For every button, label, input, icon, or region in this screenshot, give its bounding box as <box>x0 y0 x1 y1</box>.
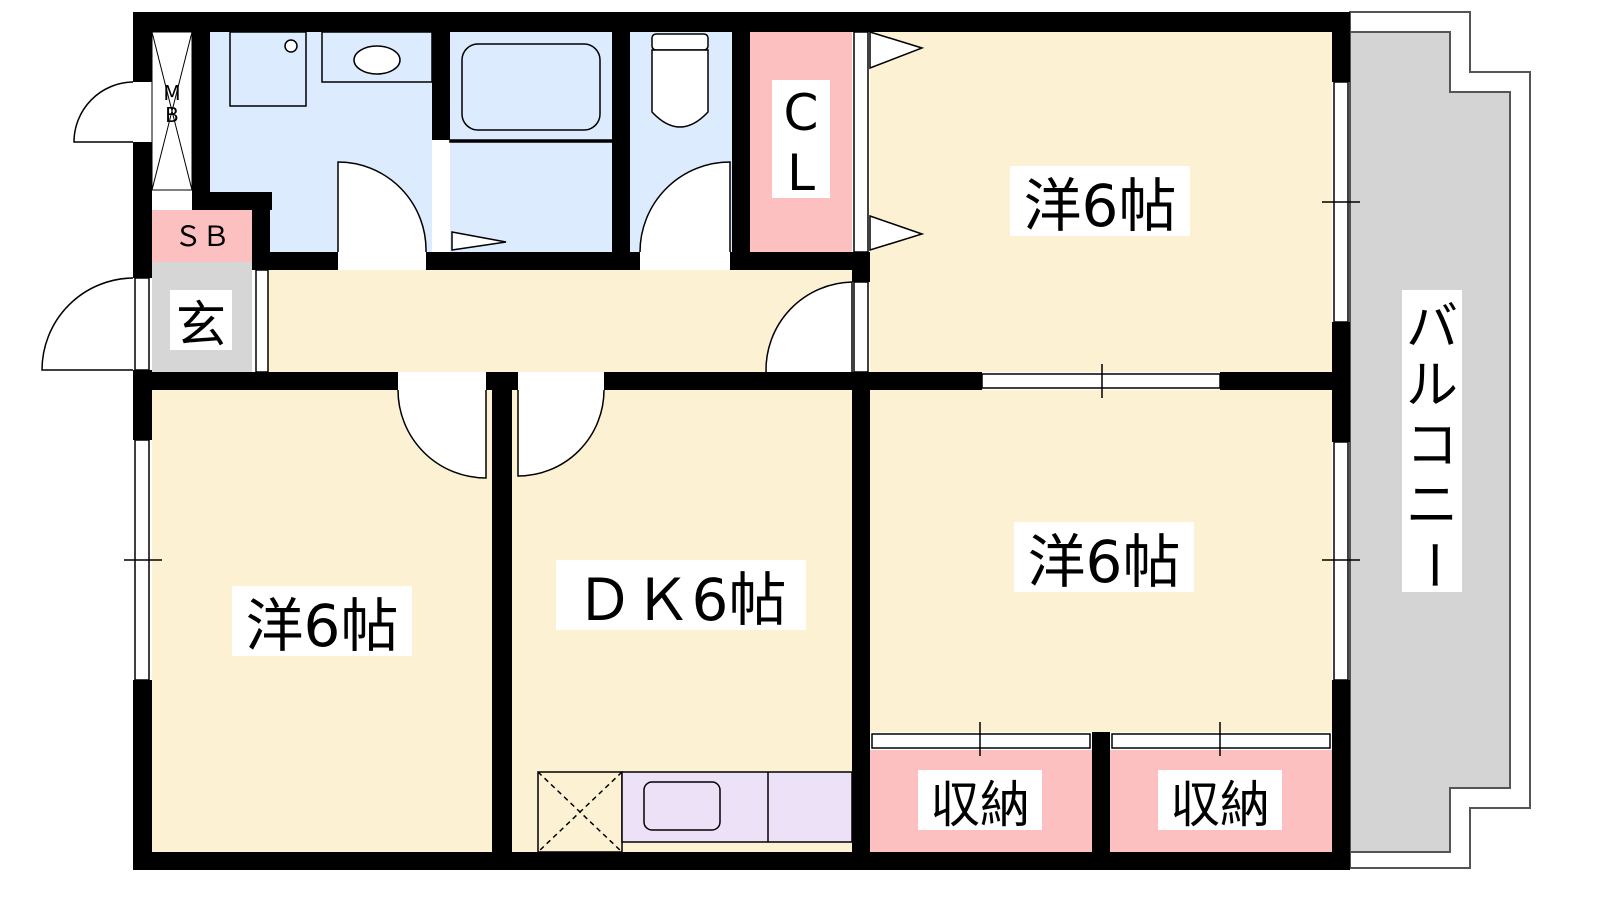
svg-text:ニ: ニ <box>1406 476 1458 536</box>
label-storage-1: 収納 <box>930 776 1030 834</box>
svg-text:コ: コ <box>1406 416 1458 476</box>
svg-text:バ: バ <box>1406 298 1458 358</box>
label-dining-kitchen: ＤＫ6帖 <box>576 566 787 634</box>
balcony <box>1349 11 1531 869</box>
label-entrance: 玄 <box>176 296 226 354</box>
label-closet-l: L <box>787 144 815 202</box>
label-balcony: バ ル コ ニ ー <box>1402 298 1462 591</box>
label-western-top-right: 洋6帖 <box>1024 172 1177 240</box>
walls <box>133 12 1350 870</box>
svg-text:ー: ー <box>1402 539 1462 591</box>
label-meter-box-b: B <box>165 103 179 127</box>
fixtures <box>229 30 925 853</box>
label-western-bottom-right: 洋6帖 <box>1028 528 1181 596</box>
windows <box>124 31 1360 756</box>
doors <box>41 81 853 479</box>
shoe-box <box>152 210 252 262</box>
label-closet-c: C <box>784 84 819 142</box>
label-storage-2: 収納 <box>1170 776 1270 834</box>
label-shoe-box: ＳＢ <box>174 220 230 253</box>
hallway <box>268 270 852 372</box>
label-western-left: 洋6帖 <box>246 592 399 660</box>
svg-text:ル: ル <box>1406 356 1458 416</box>
label-meter-box-m: M <box>163 81 180 105</box>
